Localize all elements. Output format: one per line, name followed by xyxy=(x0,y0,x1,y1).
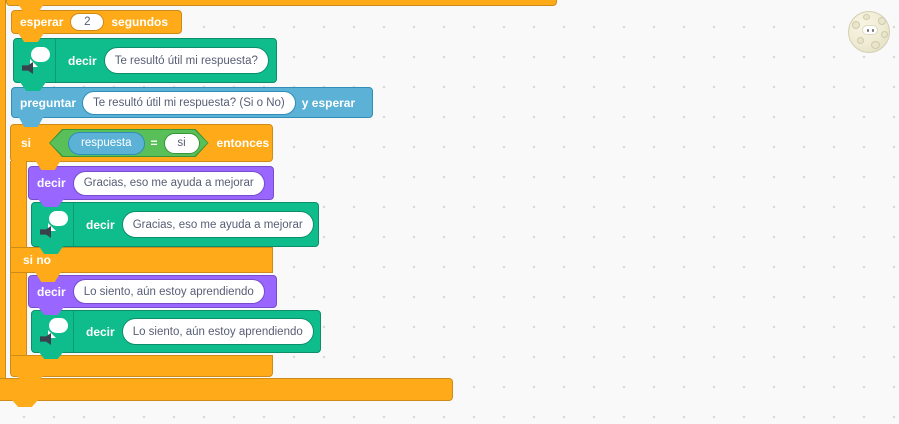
text-to-speech-icon xyxy=(21,47,51,74)
wait-seconds-input[interactable]: 2 xyxy=(70,13,105,31)
ask-label-post: y esperar xyxy=(301,95,356,110)
block-bump xyxy=(18,4,44,13)
wait-label-post: segundos xyxy=(111,15,169,29)
equals-operator-label: = xyxy=(150,136,158,150)
say-block-1[interactable]: decir Gracias, eso me ayuda a mejorar xyxy=(28,166,274,200)
if-else-block-top[interactable]: si respuesta = si entonces xyxy=(10,124,273,162)
say-label: decir xyxy=(37,176,66,190)
else-label: si no xyxy=(23,253,52,267)
text-to-speech-icon xyxy=(39,318,69,345)
ask-question-input[interactable]: Te resultó útil mi respuesta? (Si o No) xyxy=(82,90,296,115)
tts-say-input[interactable]: Gracias, eso me ayuda a mejorar xyxy=(121,211,314,238)
say-input[interactable]: Lo siento, aún estoy aprendiendo xyxy=(72,279,265,304)
tts-say-input[interactable]: Lo siento, aún estoy aprendiendo xyxy=(121,318,314,345)
block-bump xyxy=(38,307,64,315)
wait-block[interactable]: esperar 2 segundos xyxy=(11,10,182,34)
block-bump xyxy=(35,272,61,282)
tts-say-input[interactable]: Te resultó útil mi respuesta? xyxy=(103,47,269,74)
ask-and-wait-block[interactable]: preguntar Te resultó útil mi respuesta? … xyxy=(11,87,373,118)
tts-say-block-1[interactable]: decir Te resultó útil mi respuesta? xyxy=(13,38,277,83)
block-bump xyxy=(35,160,61,170)
moon-sprite-watermark xyxy=(848,11,890,53)
block-bump xyxy=(12,400,38,407)
tts-say-label: decir xyxy=(86,217,115,232)
tts-say-block-3[interactable]: decir Lo siento, aún estoy aprendiendo xyxy=(31,310,321,353)
extension-divider xyxy=(73,203,74,246)
if-else-bottom-cap[interactable] xyxy=(10,355,273,377)
block-bump xyxy=(17,376,43,384)
block-bump xyxy=(38,351,64,359)
say-block-2[interactable]: decir Lo siento, aún estoy aprendiendo xyxy=(28,275,277,308)
text-to-speech-icon xyxy=(39,211,69,238)
say-input[interactable]: Gracias, eso me ayuda a mejorar xyxy=(72,170,265,196)
extension-divider xyxy=(73,311,74,352)
tts-say-block-2[interactable]: decir Gracias, eso me ayuda a mejorar xyxy=(31,202,319,247)
moon-face xyxy=(862,25,878,35)
extension-divider xyxy=(55,39,56,82)
outer-loop-arm[interactable] xyxy=(0,0,6,379)
block-bump xyxy=(38,245,64,254)
wait-label-pre: esperar xyxy=(20,15,64,29)
condition-hexagon[interactable]: respuesta = si xyxy=(49,129,209,157)
block-bump xyxy=(20,82,46,91)
tts-say-label: decir xyxy=(68,53,97,68)
block-bump xyxy=(18,116,44,127)
condition-value-input[interactable]: si xyxy=(164,133,200,154)
block-bump xyxy=(38,199,64,207)
say-label: decir xyxy=(37,284,66,299)
outer-loop-bottom[interactable] xyxy=(0,378,453,401)
answer-reporter[interactable]: respuesta xyxy=(68,132,145,155)
ask-label-pre: preguntar xyxy=(20,95,77,110)
block-bump xyxy=(18,33,44,42)
tts-say-label: decir xyxy=(86,324,115,339)
if-label: si xyxy=(21,136,32,150)
cutoff-block-bottom[interactable] xyxy=(6,0,557,6)
then-label: entonces xyxy=(216,136,270,150)
